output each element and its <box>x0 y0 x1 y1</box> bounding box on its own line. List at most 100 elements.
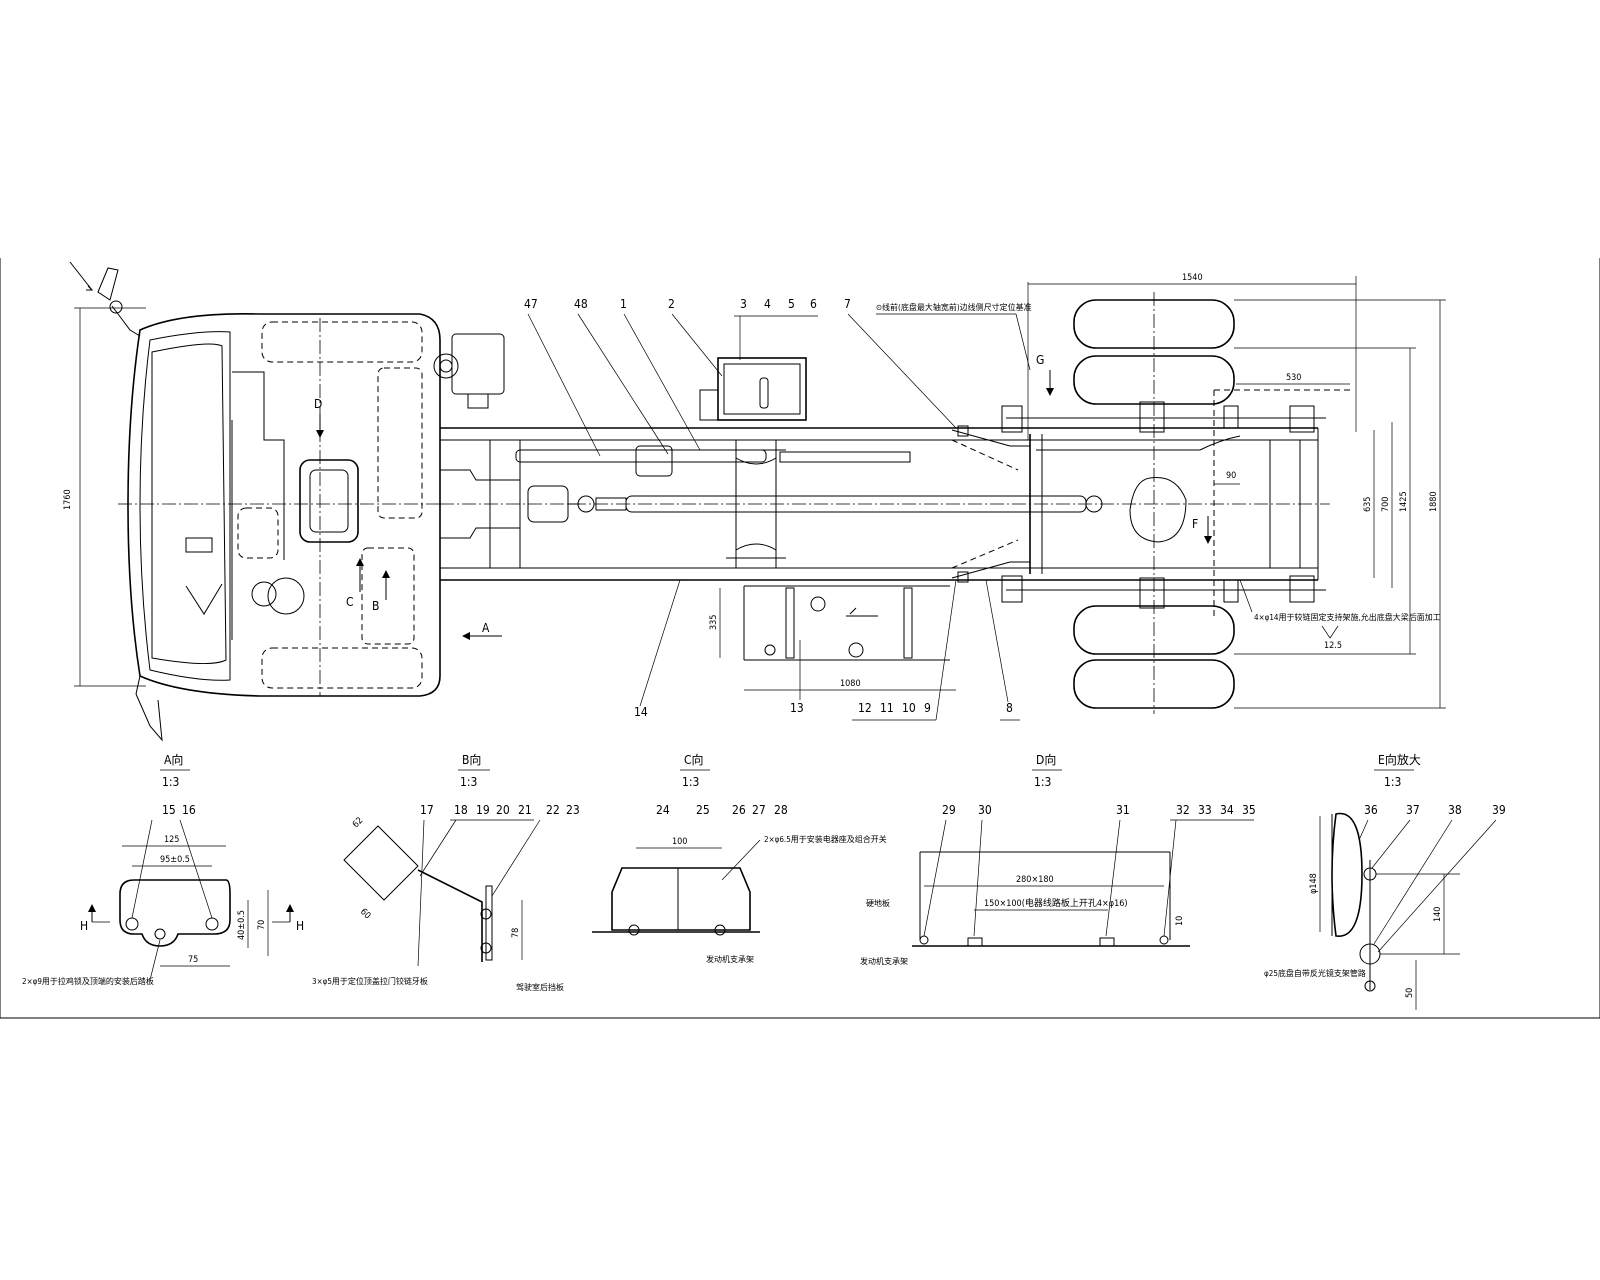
callout-6: 6 <box>810 297 817 311</box>
svg-text:78: 78 <box>511 928 521 938</box>
view-A-title: A向 <box>164 752 183 767</box>
svg-text:9: 9 <box>924 701 931 715</box>
view-D-title: D向 <box>1036 752 1056 767</box>
svg-text:12: 12 <box>858 701 872 715</box>
svg-text:33: 33 <box>1198 803 1212 817</box>
callout-2: 2 <box>668 297 723 377</box>
dim-530-label: 530 <box>1286 373 1301 383</box>
chassis-frame <box>440 357 1350 620</box>
roughness-mark <box>1321 625 1339 639</box>
svg-text:48: 48 <box>574 297 588 311</box>
view-B-note: 3×φ5用于定位顶盖拉门铰链牙板 <box>312 976 428 986</box>
svg-text:28: 28 <box>774 803 788 817</box>
svg-text:H: H <box>80 919 88 933</box>
svg-text:14: 14 <box>634 705 648 719</box>
dim-635-label: 635 <box>1363 497 1373 512</box>
dim-700-label: 700 <box>1381 497 1391 512</box>
svg-text:10: 10 <box>1175 916 1185 926</box>
svg-text:34: 34 <box>1220 803 1234 817</box>
svg-text:150×100(电器线路板上开孔4×φ16): 150×100(电器线路板上开孔4×φ16) <box>984 897 1128 909</box>
view-D-scale: 1:3 <box>1034 775 1051 789</box>
view-D: D向 1:3 29 30 31 32 33 34 35 280×180 150×… <box>860 752 1256 966</box>
view-B: B向 1:3 17 18 19 20 21 22 23 78 62 60 3×φ… <box>312 752 580 992</box>
svg-text:47: 47 <box>524 297 538 311</box>
svg-text:17: 17 <box>420 803 434 817</box>
svg-text:22: 22 <box>546 803 560 817</box>
callouts-top: 47 48 1 2 3 4 5 6 7 <box>524 297 957 457</box>
view-B-note2: 驾驶室后挡板 <box>516 982 564 992</box>
dim-1880-label: 1880 <box>1429 491 1439 512</box>
callout-10: 10 <box>902 701 916 715</box>
rear-wheels <box>1073 292 1235 714</box>
view-B-scale: 1:3 <box>460 775 477 789</box>
svg-text:20: 20 <box>496 803 510 817</box>
dims-right: 1540 530 90 635 700 1425 1880 <box>1027 273 1446 709</box>
callout-9: 9 <box>924 701 931 715</box>
svg-text:27: 27 <box>752 803 766 817</box>
callout-8: 8 <box>985 579 1013 715</box>
view-marker-G: G <box>1036 353 1044 367</box>
svg-text:75: 75 <box>188 955 198 965</box>
dim-1425-label: 1425 <box>1399 491 1409 512</box>
callout-13: 13 <box>790 640 804 715</box>
view-C-note2: 发动机支承架 <box>706 954 754 964</box>
view-C-scale: 1:3 <box>682 775 699 789</box>
lower-bracket: 335 1080 <box>709 585 956 691</box>
note-right: 4×φ14用于较链固定支持架施,允出底盘大梁后面加工 <box>1254 612 1441 622</box>
callouts-bottom: 14 13 12 11 10 9 8 <box>634 579 1020 721</box>
callout-47: 47 <box>524 297 601 457</box>
svg-text:5: 5 <box>788 297 795 311</box>
svg-text:100: 100 <box>672 837 687 847</box>
view-E-note: φ25底盘自带反光镜支架管路 <box>1264 968 1366 978</box>
callout-4: 4 <box>764 297 771 311</box>
svg-text:19: 19 <box>476 803 490 817</box>
svg-text:37: 37 <box>1406 803 1420 817</box>
svg-text:70: 70 <box>257 920 267 930</box>
svg-text:18: 18 <box>454 803 468 817</box>
svg-text:30: 30 <box>978 803 992 817</box>
view-D-note2: 发动机支承架 <box>860 956 908 966</box>
view-marker-B: B <box>372 599 379 613</box>
note-right-leader <box>1239 579 1253 613</box>
view-marker-C: C <box>346 595 354 609</box>
svg-text:39: 39 <box>1492 803 1506 817</box>
view-E: E向放大 1:3 36 37 38 39 140 50 φ148 φ25底盘自带… <box>1264 752 1506 1010</box>
svg-text:32: 32 <box>1176 803 1190 817</box>
view-E-scale: 1:3 <box>1384 775 1401 789</box>
dim-90-label: 90 <box>1226 471 1236 481</box>
svg-text:21: 21 <box>518 803 532 817</box>
svg-text:3: 3 <box>740 297 747 311</box>
svg-text:4: 4 <box>764 297 771 311</box>
svg-text:125: 125 <box>164 835 179 845</box>
view-A-note: 2×φ9用于拉鸡锁及顶端的安装后踏板 <box>22 976 154 986</box>
svg-text:8: 8 <box>1006 701 1013 715</box>
view-marker-A: A <box>482 621 490 635</box>
callout-3: 3 <box>740 297 747 311</box>
svg-text:6: 6 <box>810 297 817 311</box>
svg-text:10: 10 <box>902 701 916 715</box>
svg-text:15: 15 <box>162 803 176 817</box>
dim-1760-label: 1760 <box>63 489 73 510</box>
callout-5: 5 <box>788 297 795 311</box>
svg-text:60: 60 <box>358 907 372 921</box>
svg-text:29: 29 <box>942 803 956 817</box>
svg-text:140: 140 <box>1433 907 1443 922</box>
svg-text:23: 23 <box>566 803 580 817</box>
svg-text:H: H <box>296 919 304 933</box>
svg-text:13: 13 <box>790 701 804 715</box>
note-top-leader <box>1015 313 1031 371</box>
view-A: A向 1:3 15 16 125 95±0.5 40±0.5 70 75 H H… <box>22 752 304 986</box>
svg-text:280×180: 280×180 <box>1016 875 1054 885</box>
svg-text:φ148: φ148 <box>1309 873 1319 894</box>
view-C: C向 1:3 24 25 26 27 28 100 2×φ6.5用于安装电器座及… <box>592 752 887 964</box>
view-marker-D: D <box>314 397 322 411</box>
svg-text:36: 36 <box>1364 803 1378 817</box>
view-C-note: 2×φ6.5用于安装电器座及组合开关 <box>764 834 887 844</box>
dim-1080-label: 1080 <box>840 679 861 689</box>
dim-335-label: 335 <box>709 615 719 630</box>
svg-text:11: 11 <box>880 701 894 715</box>
svg-text:26: 26 <box>732 803 746 817</box>
view-D-note: 硬地板 <box>866 898 890 908</box>
svg-text:25: 25 <box>696 803 710 817</box>
callout-14: 14 <box>634 579 681 719</box>
